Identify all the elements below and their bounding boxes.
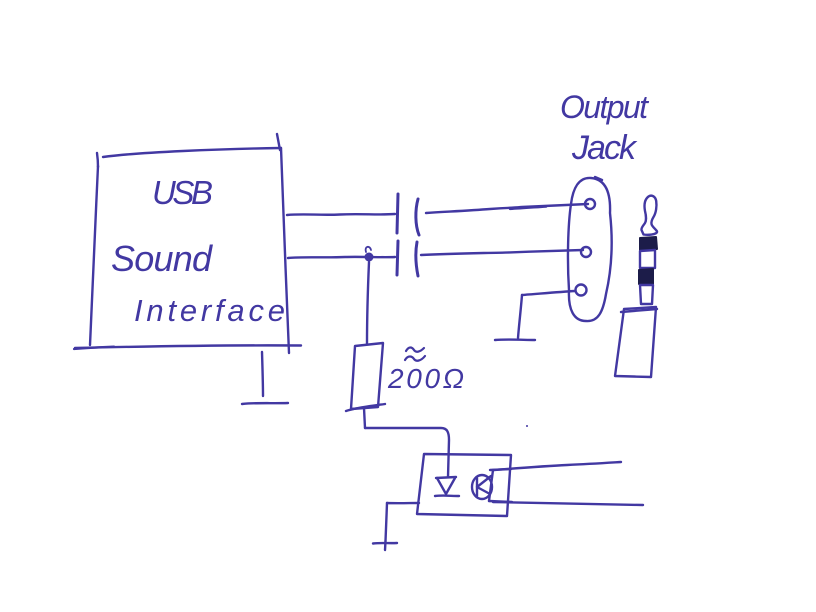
svg-text:Output: Output xyxy=(560,89,649,125)
svg-text:Jack: Jack xyxy=(571,129,638,167)
svg-text:USB: USB xyxy=(152,174,213,211)
svg-text:Interface: Interface xyxy=(134,293,285,328)
svg-text:200Ω: 200Ω xyxy=(387,363,464,394)
svg-text:Sound: Sound xyxy=(111,238,213,279)
